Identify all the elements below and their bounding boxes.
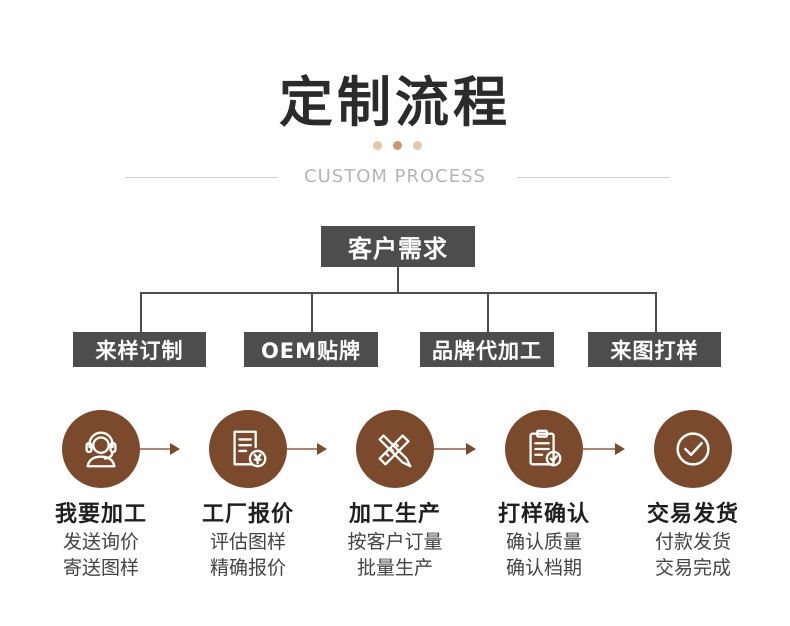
arrow-icon bbox=[317, 443, 327, 455]
tree-drop-2 bbox=[311, 292, 313, 333]
child-box-3: 品牌代加工 bbox=[420, 332, 554, 367]
design-tools-icon bbox=[378, 434, 412, 468]
step-2-line-1: 评估图样 bbox=[209, 531, 286, 553]
check-circle-icon bbox=[676, 432, 710, 466]
step-5-line-1: 付款发货 bbox=[654, 531, 731, 553]
arrow-icon bbox=[170, 443, 180, 455]
decor-dot-right bbox=[413, 141, 422, 150]
step-1-line-2: 寄送图样 bbox=[62, 557, 139, 579]
root-label: 客户需求 bbox=[348, 235, 448, 263]
connector-1 bbox=[140, 448, 178, 450]
child-box-4: 来图打样 bbox=[588, 332, 721, 367]
quote-document-icon bbox=[233, 430, 267, 468]
arrow-icon bbox=[615, 443, 625, 455]
step-1-circle bbox=[62, 410, 140, 488]
divider-right bbox=[517, 177, 670, 178]
step-5-title: 交易发货 bbox=[646, 502, 739, 527]
child-label-4: 来图打样 bbox=[610, 338, 699, 363]
tree-branch-bar bbox=[140, 292, 657, 294]
step-3-circle bbox=[356, 410, 434, 488]
step-3-line-1: 按客户订量 bbox=[347, 531, 443, 553]
step-1-title: 我要加工 bbox=[54, 502, 147, 527]
step-4-line-1: 确认质量 bbox=[505, 531, 582, 553]
step-3-title: 加工生产 bbox=[348, 502, 441, 527]
step-2-title: 工厂报价 bbox=[201, 502, 294, 527]
child-label-3: 品牌代加工 bbox=[432, 338, 542, 363]
decor-dot-center bbox=[393, 141, 402, 150]
step-2-circle bbox=[209, 410, 287, 488]
step-1-line-1: 发送询价 bbox=[62, 531, 139, 553]
customer-service-icon bbox=[85, 431, 117, 468]
step-4-line-2: 确认档期 bbox=[505, 557, 582, 579]
child-box-2: OEM贴牌 bbox=[244, 332, 378, 367]
step-2-line-2: 精确报价 bbox=[209, 557, 286, 579]
root-box: 客户需求 bbox=[321, 226, 475, 267]
step-5-circle bbox=[654, 410, 732, 488]
tree-drop-3 bbox=[487, 292, 489, 333]
child-box-1: 来样订制 bbox=[73, 332, 206, 367]
checklist-icon bbox=[529, 429, 562, 467]
tree-stem bbox=[397, 267, 399, 293]
connector-3 bbox=[434, 448, 474, 450]
page-title: 定制流程 bbox=[279, 71, 511, 134]
step-4-circle bbox=[505, 410, 583, 488]
arrow-icon bbox=[466, 443, 476, 455]
tree-drop-4 bbox=[655, 292, 657, 333]
connector-4 bbox=[583, 448, 623, 450]
child-label-2: OEM贴牌 bbox=[260, 338, 362, 363]
child-label-1: 来样订制 bbox=[95, 338, 184, 363]
step-3-line-2: 批量生产 bbox=[356, 557, 433, 579]
step-5-line-2: 交易完成 bbox=[654, 557, 731, 579]
page-subtitle: CUSTOM PROCESS bbox=[304, 166, 486, 187]
divider-left bbox=[125, 177, 278, 178]
step-4-title: 打样确认 bbox=[497, 502, 590, 527]
connector-2 bbox=[287, 448, 325, 450]
decor-dot-left bbox=[373, 141, 382, 150]
tree-drop-1 bbox=[140, 292, 142, 333]
